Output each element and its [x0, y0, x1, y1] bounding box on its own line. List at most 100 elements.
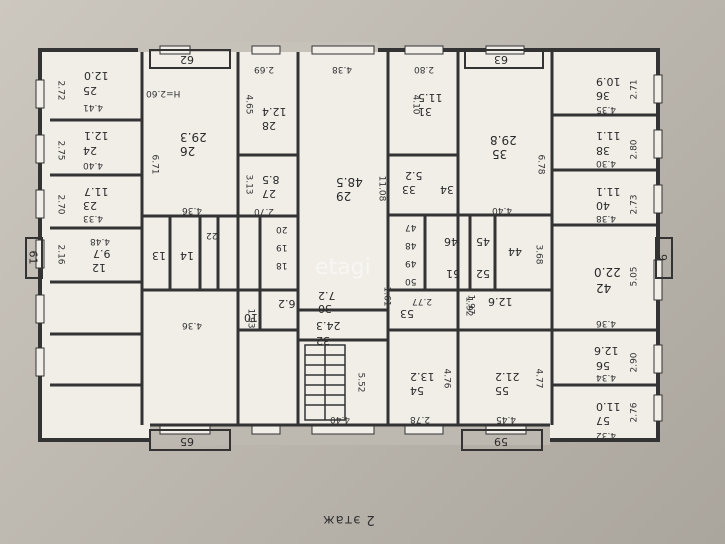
room-area: 12.0: [84, 69, 109, 82]
room-dim: 4.65: [243, 94, 254, 115]
room-number: 36: [596, 89, 610, 102]
room-number: 33: [402, 183, 416, 196]
room-dim: 2.90: [629, 352, 640, 373]
room-area: 5.2: [405, 169, 423, 182]
room-area: 6.2: [278, 297, 296, 310]
room-dim: 4.38: [332, 64, 353, 74]
room-number: 22: [206, 230, 218, 240]
room-area: 10.9: [596, 75, 621, 88]
room-dim: 5.05: [629, 266, 640, 287]
room-area: 12.6: [488, 295, 513, 308]
room-dim: 2.76: [629, 402, 640, 423]
room-number: 57: [596, 414, 610, 427]
room-dim: 2.80: [629, 139, 640, 160]
room-number: 56: [596, 359, 610, 372]
room-number: 54: [410, 384, 424, 397]
room-number: 50: [405, 276, 417, 286]
room-number: 26: [180, 144, 196, 158]
room-dim: 2.78: [410, 414, 431, 424]
room-dim: 2.73: [629, 194, 640, 215]
room-dim: 2.70: [254, 206, 275, 216]
room-area: 48.5: [336, 175, 363, 189]
balcony-label: 65: [180, 435, 194, 448]
room-number: 48: [405, 240, 417, 250]
room-number: 53: [400, 307, 414, 320]
room-number: 23: [83, 199, 97, 212]
room-dim: 4.40: [492, 205, 513, 215]
balcony-label: 59: [494, 435, 508, 448]
room-number: 24: [83, 144, 97, 157]
room-number: 47: [405, 222, 417, 232]
room-number: 49: [405, 258, 417, 268]
interior-walls: [50, 52, 658, 425]
room-number: 32: [316, 334, 330, 347]
room-dim: 2.16: [55, 244, 66, 265]
room-area: 11.7: [84, 185, 109, 198]
room-number: 14: [180, 249, 194, 262]
room-number: 52: [476, 267, 490, 280]
room-dim: 4.38: [596, 213, 617, 223]
room-number: 42: [596, 281, 612, 295]
room-dim: 4.48: [90, 236, 111, 246]
room-number: 27: [262, 187, 276, 200]
outer-wall: [38, 48, 660, 442]
room-dim: 4.36: [596, 318, 617, 328]
bottom-gap: [150, 425, 550, 445]
room-dim: 4.77: [533, 368, 544, 389]
room-number: 34: [440, 183, 454, 196]
room-area: 12.4: [262, 105, 287, 118]
room-number: 46: [444, 235, 458, 248]
room-dim: 11.08: [376, 175, 387, 202]
room-number: 18: [276, 260, 288, 270]
dimension: 1.61: [381, 286, 392, 307]
room-dim: 2.75: [55, 140, 66, 161]
staircase: [304, 344, 346, 421]
ceiling-height: H=2.60: [146, 88, 181, 98]
balcony-label: 62: [180, 53, 194, 66]
room-dim: 4.40: [83, 160, 104, 170]
room-number: 29: [336, 189, 352, 203]
room-area: 8.5: [262, 173, 280, 186]
room-dim: 4.30: [596, 158, 617, 168]
room-dim: 3.68: [533, 244, 544, 265]
room-dim: 4.35: [596, 104, 617, 114]
room-number: 19: [276, 242, 288, 252]
room-number: 45: [476, 235, 490, 248]
room-dim: 2.72: [55, 80, 66, 101]
balcony-label: 6: [657, 254, 670, 261]
floor-caption: 2 этаж: [322, 512, 375, 527]
room-number: 44: [508, 245, 522, 258]
room-number: 38: [596, 144, 610, 157]
room-dim: 4.40: [330, 414, 351, 424]
room-dim: 5.52: [355, 372, 366, 393]
room-dim: 2.70: [55, 194, 66, 215]
dimension: 4.36: [182, 320, 203, 330]
balcony-label: 63: [494, 53, 508, 66]
balcony-label: 61: [26, 250, 40, 265]
room-area: 29.8: [490, 133, 517, 147]
room-dim: 4.32: [596, 430, 617, 440]
room-area: 24.3: [316, 319, 341, 332]
room-area: 22.0: [594, 265, 621, 279]
room-area: 29.3: [180, 130, 207, 144]
watermark: etagi: [315, 255, 371, 280]
room-dim: 4.76: [441, 368, 452, 389]
room-area: 11.5: [418, 91, 443, 104]
room-area: 12.6: [594, 344, 619, 357]
room-area: 11.0: [596, 400, 621, 413]
room-dim: 2.69: [254, 64, 275, 74]
room-area: 13.2: [410, 370, 435, 383]
room-number: 40: [596, 199, 610, 212]
room-dim: 6.71: [149, 154, 160, 175]
room-dim: 4.41: [83, 102, 104, 112]
room-dim: 2.77: [412, 296, 433, 306]
room-area: 7.2: [318, 289, 336, 302]
room-dim: 1.93: [245, 308, 256, 329]
room-number: 30: [318, 302, 332, 315]
room-area: 11.1: [596, 185, 621, 198]
room-area: 9.7: [93, 247, 111, 260]
room-dim: 4.33: [83, 213, 104, 223]
balconies: [25, 49, 673, 451]
